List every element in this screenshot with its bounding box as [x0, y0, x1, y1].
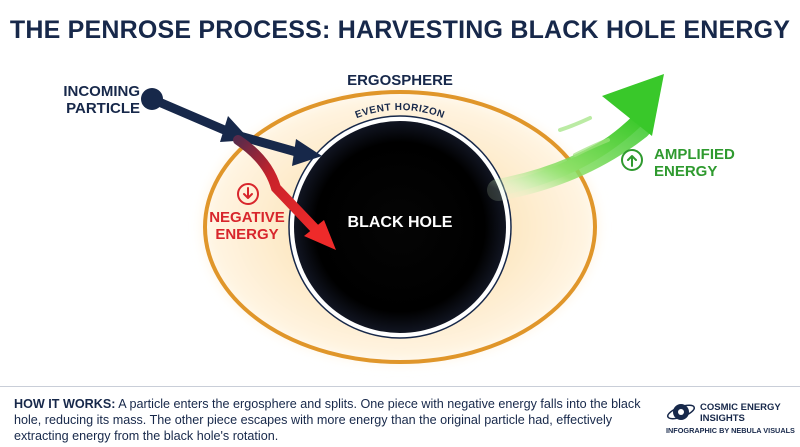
how-it-works: HOW IT WORKS: A particle enters the ergo…: [14, 396, 654, 444]
black-hole-orbit-icon: [666, 404, 696, 420]
incoming-arrowhead: [292, 139, 322, 166]
amplified-energy-label: AMPLIFIED ENERGY: [654, 146, 735, 181]
footer-divider: [0, 386, 800, 387]
credit-line: INFOGRAPHIC BY NEBULA VISUALS: [666, 426, 795, 435]
how-it-works-text: A particle enters the ergosphere and spl…: [14, 397, 641, 443]
black-hole: [294, 121, 506, 333]
how-it-works-heading: HOW IT WORKS:: [14, 397, 116, 411]
amplified-streak-1: [558, 116, 592, 132]
amplified-streak-2: [573, 138, 610, 157]
amplified-energy-arrowhead: [602, 74, 664, 136]
black-hole-label: BLACK HOLE: [347, 214, 453, 231]
brand-name: COSMIC ENERGY INSIGHTS: [700, 402, 781, 424]
ergosphere-ring: [203, 90, 597, 364]
incoming-particle-label: INCOMING PARTICLE: [63, 83, 140, 118]
negative-energy-path: [233, 135, 323, 237]
negative-energy-arrowhead: [304, 220, 336, 250]
ergosphere-label: ERGOSPHERE: [347, 72, 453, 89]
negative-energy-label: NEGATIVE ENERGY: [209, 209, 285, 244]
amplified-energy-path: [503, 111, 647, 194]
arrow-up-circle-icon: [621, 149, 643, 171]
split-arrowhead: [220, 116, 250, 142]
page-title: THE PENROSE PROCESS: HARVESTING BLACK HO…: [9, 16, 791, 44]
arrow-down-circle-icon: [237, 183, 259, 205]
